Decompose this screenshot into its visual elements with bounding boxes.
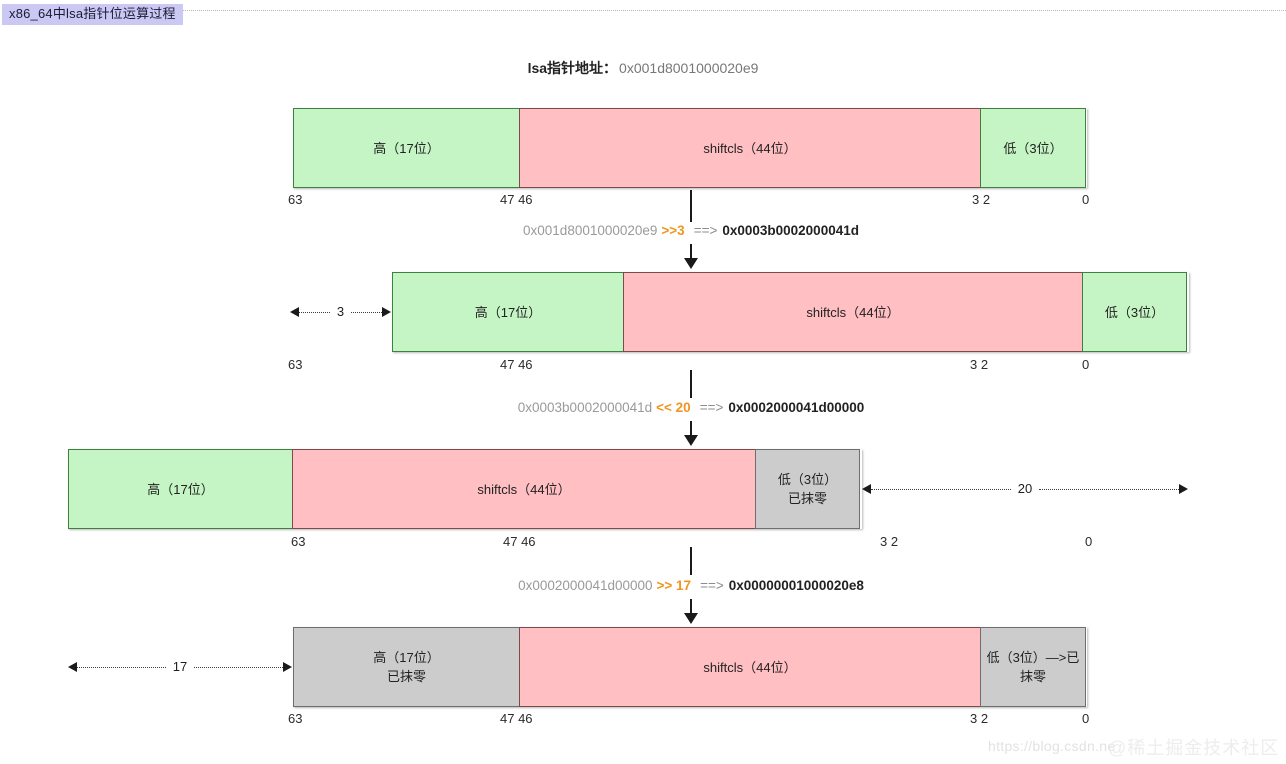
segment-high-label: 高（17位）	[373, 650, 440, 665]
bit-label-47-46: 47 46	[503, 534, 536, 549]
bitfield-row-after-shr17: 高（17位） 已抹零 shiftcls（44位） 低（3位）—>已 抹零	[293, 627, 1087, 707]
segment-low-label: 低（3位）	[1003, 140, 1063, 156]
watermark-url: https://blog.csdn.ne	[988, 738, 1116, 754]
flow-line-1b	[690, 244, 692, 260]
segment-shiftcls-label: shiftcls（44位）	[703, 140, 797, 156]
flow-arrowhead-2	[684, 435, 698, 446]
bitfield-row-after-shl20: 高（17位） shiftcls（44位） 低（3位） 已抹零	[68, 449, 862, 529]
measure-shift-17: 17	[68, 660, 292, 674]
segment-low-zeroed: 低（3位）—>已 抹零	[980, 627, 1086, 707]
bitfield-row-after-shr3: 高（17位） shiftcls（44位） 低（3位）	[392, 272, 1189, 352]
bit-label-63: 63	[291, 534, 306, 549]
bit-label-0: 0	[1085, 534, 1093, 549]
segment-low-sublabel: 已抹零	[787, 491, 827, 506]
operation-shr3-result: 0x0003b0002000041d	[722, 223, 859, 238]
segment-shiftcls-label: shiftcls（44位）	[477, 481, 571, 497]
bit-label-3-2: 3 2	[970, 357, 989, 372]
operation-shl20-result: 0x0002000041d00000	[728, 400, 865, 415]
segment-shiftcls-label: shiftcls（44位）	[806, 304, 900, 320]
segment-low-label: 低（3位）—>已	[986, 650, 1080, 665]
bit-label-0: 0	[1082, 192, 1090, 207]
operation-shr3-shift: >>3	[661, 223, 685, 238]
segment-high-sublabel: 已抹零	[386, 669, 426, 684]
flow-line-2b	[690, 421, 692, 437]
page-top-rule	[74, 10, 1286, 11]
operation-shr17-shift: >> 17	[656, 578, 692, 593]
bit-label-63: 63	[288, 711, 303, 726]
operation-shl20-source: 0x0003b0002000041d	[517, 400, 653, 415]
segment-high: 高（17位）	[392, 272, 624, 352]
bit-label-0: 0	[1082, 357, 1090, 372]
watermark-brand: @稀土掘金技术社区	[1108, 738, 1280, 758]
measure-dots-left	[871, 488, 1011, 490]
bit-label-63: 63	[288, 192, 303, 207]
measure-label: 20	[1017, 480, 1033, 496]
bit-label-3-2: 3 2	[970, 711, 989, 726]
operation-shr3-arrowtext: ==>	[693, 223, 718, 238]
operation-shl20-arrowtext: ==>	[699, 400, 724, 415]
measure-arrowhead-left	[68, 662, 77, 672]
measure-arrowhead-right	[283, 662, 292, 672]
segment-low-zeroed: 低（3位） 已抹零	[755, 449, 860, 529]
operation-shr17-source: 0x0002000041d00000	[518, 578, 653, 593]
measure-label: 17	[172, 658, 188, 674]
segment-shiftcls: shiftcls（44位）	[292, 449, 756, 529]
measure-arrowhead-right	[1179, 484, 1188, 494]
measure-shift-3: 3	[290, 303, 392, 319]
measure-dots-right	[1039, 488, 1179, 490]
segment-low: 低（3位）	[980, 108, 1086, 188]
operation-shr17-arrowtext: ==>	[700, 578, 724, 593]
segment-high-label: 高（17位）	[373, 140, 440, 156]
segment-shiftcls-label: shiftcls（44位）	[703, 659, 797, 675]
segment-low-sublabel: 抹零	[1019, 669, 1046, 684]
bit-label-63: 63	[288, 357, 303, 372]
operation-shl20-shift: << 20	[656, 400, 691, 415]
segment-shiftcls: shiftcls（44位）	[519, 627, 981, 707]
flow-line-2a	[690, 370, 692, 398]
measure-dots-left	[299, 311, 330, 313]
segment-high-label: 高（17位）	[147, 481, 214, 497]
measure-dots-right	[351, 311, 383, 313]
flow-line-3a	[690, 547, 692, 575]
lsa-address-label: lsa指针地址：	[527, 60, 618, 76]
operation-shr17-result: 0x00000001000020e8	[728, 578, 864, 593]
segment-shiftcls: shiftcls（44位）	[519, 108, 981, 188]
flow-arrowhead-3	[684, 613, 698, 624]
bit-label-3-2: 3 2	[972, 192, 991, 207]
bit-label-0: 0	[1082, 711, 1090, 726]
measure-label: 3	[336, 303, 345, 319]
measure-arrowhead-left	[862, 484, 871, 494]
operation-shr3: 0x001d8001000020e9>>3 ==> 0x0003b000200004…	[523, 223, 859, 238]
segment-high-label: 高（17位）	[474, 304, 542, 320]
bit-label-3-2: 3 2	[880, 534, 899, 549]
lsa-address-line: lsa指针地址：0x001d8001000020e9	[0, 58, 1286, 78]
bit-label-47-46: 47 46	[500, 711, 533, 726]
segment-high: 高（17位）	[68, 449, 293, 529]
operation-shr17: 0x0002000041d00000>> 17 ==> 0x000000010000…	[518, 578, 864, 593]
flow-line-1a	[690, 190, 692, 222]
measure-shift-20: 20	[862, 482, 1188, 496]
bit-label-47-46: 47 46	[500, 192, 533, 207]
segment-shiftcls: shiftcls（44位）	[623, 272, 1083, 352]
flow-line-3b	[690, 599, 692, 615]
segment-high-zeroed: 高（17位） 已抹零	[293, 627, 520, 707]
bit-label-47-46: 47 46	[500, 357, 533, 372]
measure-arrowhead-right	[382, 307, 392, 317]
flow-arrowhead-1	[684, 258, 698, 269]
lsa-address-value: 0x001d8001000020e9	[619, 60, 759, 76]
bitfield-row-original: 高（17位） shiftcls（44位） 低（3位）	[293, 108, 1087, 188]
measure-arrowhead-left	[290, 307, 299, 317]
measure-dots-right	[194, 666, 283, 668]
operation-shl20: 0x0003b0002000041d<< 20 ==> 0x0002000041d0…	[518, 400, 864, 415]
segment-low-label: 低（3位）	[777, 472, 838, 487]
measure-dots-left	[77, 666, 166, 668]
page-title-banner: x86_64中lsa指针位运算过程	[2, 4, 183, 25]
segment-high: 高（17位）	[293, 108, 520, 188]
operation-shr3-source: 0x001d8001000020e9	[523, 223, 658, 238]
segment-low-label: 低（3位）	[1104, 304, 1165, 320]
segment-low: 低（3位）	[1082, 272, 1187, 352]
